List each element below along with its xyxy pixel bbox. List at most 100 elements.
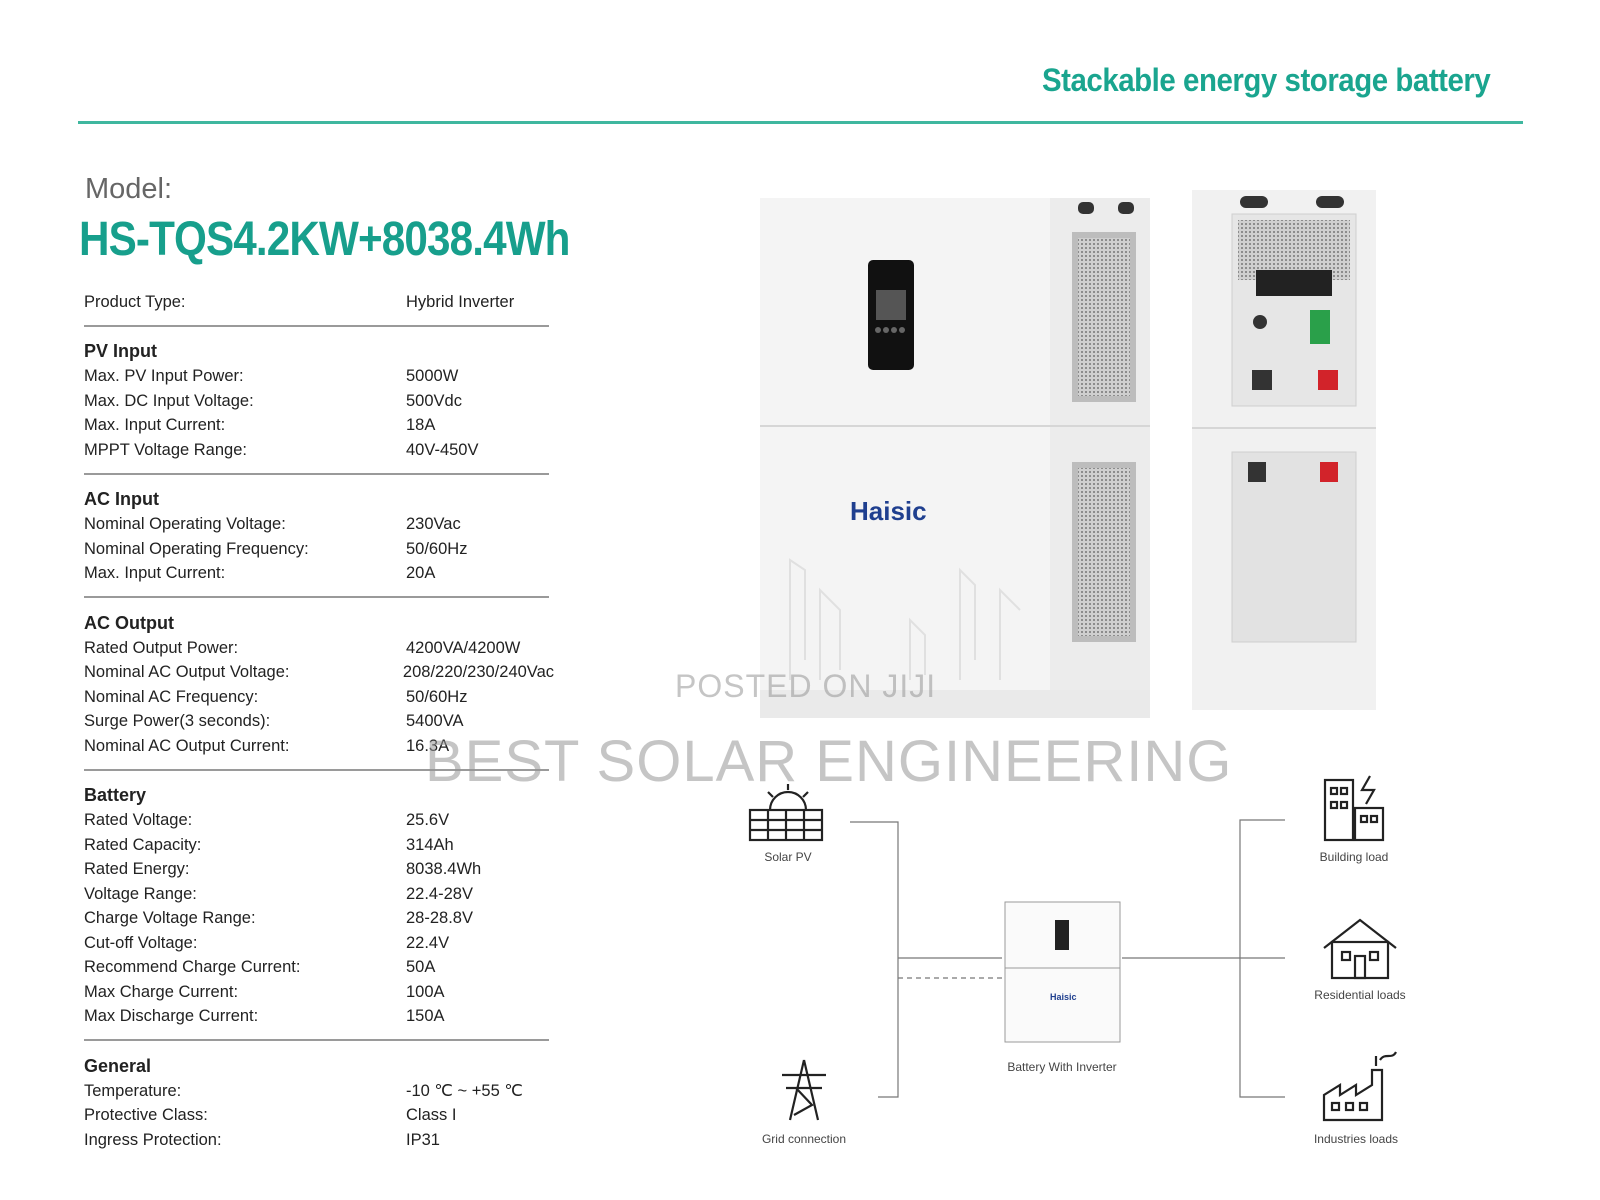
spec-row: Temperature:-10 ℃ ~ +55 ℃	[84, 1079, 554, 1104]
house-icon	[1323, 918, 1397, 980]
label-battery-inverter: Battery With Inverter	[1007, 1060, 1117, 1074]
spec-value: Class I	[406, 1106, 457, 1125]
spec-row: Nominal AC Frequency: 50/60Hz	[84, 685, 554, 710]
label-residential-loads: Residential loads	[1314, 988, 1406, 1002]
spec-value: 50A	[406, 958, 436, 977]
spec-key: Cut-off Voltage:	[84, 933, 198, 952]
spec-key: Nominal AC Output Current:	[84, 736, 290, 755]
spec-key: Voltage Range:	[84, 884, 197, 903]
spec-key: Max. PV Input Power:	[84, 367, 244, 386]
spec-key: Protective Class:	[84, 1106, 208, 1125]
spec-row: Nominal AC Output Voltage: 208/220/230/24…	[84, 661, 554, 686]
spec-row: Charge Voltage Range: 28-28.8V	[84, 907, 554, 932]
spec-row: Nominal Operating Frequency: 50/60Hz	[84, 537, 554, 562]
watermark-posted: POSTED ON JIJI	[675, 668, 937, 704]
spec-value: 208/220/230/240Vac	[402, 663, 554, 682]
spec-row: Rated Voltage: 25.6V	[84, 809, 554, 834]
solar-panel-icon	[748, 784, 824, 842]
spec-key: Nominal AC Output Voltage:	[84, 663, 290, 682]
spec-row: Voltage Range: 22.4-28V	[84, 882, 554, 907]
spec-key: Rated Output Power:	[84, 638, 239, 657]
system-diagram: Haisic Solar PV Grid connection Battery …	[740, 770, 1460, 1170]
section-separator	[84, 596, 549, 598]
spec-value: 25.6V	[406, 811, 450, 830]
spec-value: 28-28.8V	[406, 909, 473, 928]
spec-key: Max Discharge Current:	[84, 1007, 259, 1026]
spec-value: 22.4V	[406, 933, 450, 952]
spec-row: Protective Class: Class I	[84, 1104, 554, 1129]
spec-row: Rated Capacity: 314Ah	[84, 833, 554, 858]
spec-row: Recommend Charge Current: 50A	[84, 956, 554, 981]
header-rule	[78, 121, 1523, 124]
spec-key: Recommend Charge Current:	[84, 958, 301, 977]
spec-value: 500Vdc	[406, 391, 462, 410]
spec-value: 40V-450V	[406, 440, 479, 459]
spec-value: 50/60Hz	[406, 539, 468, 558]
section-title: AC Output	[84, 612, 174, 633]
battery-inverter-icon: Haisic	[1004, 901, 1121, 1043]
spec-value: 5400VA	[406, 712, 464, 731]
section-title: PV Input	[84, 341, 157, 361]
terminal-black	[1252, 370, 1272, 390]
spec-value: 314Ah	[406, 835, 454, 854]
spec-key: Rated Voltage:	[84, 811, 193, 830]
spec-row: Max Charge Current:100A	[84, 980, 554, 1005]
spec-key: Max. Input Current:	[84, 416, 226, 435]
spec-value: IP31	[406, 1130, 440, 1149]
spec-row: MPPT Voltage Range: 40V-450V	[84, 438, 554, 463]
spec-value: -10 ℃ ~ +55 ℃	[406, 1082, 523, 1101]
spec-value: 22.4-28V	[406, 884, 473, 903]
spec-row: Max Discharge Current: 150A	[84, 1005, 554, 1030]
spec-row: Nominal AC Output Current: 16.3A	[84, 734, 554, 759]
spec-key: Surge Power(3 seconds):	[84, 712, 271, 731]
spec-row: Rated Energy: 8038.4Wh	[84, 858, 554, 883]
spec-key: Max. Input Current:	[84, 564, 226, 583]
spec-row: Rated Output Power:4200VA/4200W	[84, 636, 554, 661]
spec-value: 150A	[406, 1007, 445, 1026]
spec-value: 5000W	[406, 367, 459, 386]
spec-row: Max. Input Current: 18A	[84, 414, 554, 439]
spec-key: Rated Energy:	[84, 860, 190, 879]
spec-value: 20A	[406, 564, 436, 583]
spec-row: Ingress Protection:IP31	[84, 1128, 554, 1153]
label-solar-pv: Solar PV	[764, 850, 812, 864]
section-title: AC Input	[84, 489, 159, 509]
spec-key: Charge Voltage Range:	[84, 909, 256, 928]
spec-key: Max. DC Input Voltage:	[84, 391, 254, 410]
spec-key: Rated Capacity:	[84, 835, 202, 854]
label-industries-loads: Industries loads	[1313, 1132, 1399, 1146]
factory-icon	[1322, 1051, 1397, 1122]
breaker-row	[1256, 270, 1332, 296]
spec-row: Max. PV Input Power: 5000W	[84, 365, 554, 390]
spec-row-product-type: Product Type: Hybrid Inverter	[84, 290, 554, 315]
power-tower-icon	[782, 1059, 826, 1121]
spec-value: 50/60Hz	[406, 687, 468, 706]
section-separator	[84, 324, 549, 327]
spec-key: Nominal Operating Frequency:	[84, 539, 309, 558]
section-separator	[84, 472, 549, 475]
spec-key: Nominal Operating Voltage:	[84, 515, 286, 534]
spec-key: Nominal AC Frequency:	[84, 687, 259, 706]
spec-row: Cut-off Voltage: 22.4V	[84, 931, 554, 956]
spec-value: 16.3A	[406, 736, 450, 755]
label-grid-connection: Grid connection	[761, 1132, 847, 1146]
header-title: Stackable energy storage battery	[1041, 62, 1491, 98]
spec-value: 8038.4Wh	[406, 860, 482, 879]
building-icon	[1323, 775, 1385, 842]
section-title: General	[84, 1055, 152, 1076]
watermark-company: BEST SOLAR ENGINEERING	[425, 729, 1233, 794]
section-separator	[84, 1039, 549, 1041]
svg-text:Haisic: Haisic	[1050, 992, 1077, 1002]
model-label: Model:	[85, 173, 173, 205]
spec-row: Surge Power(3 seconds): 5400VA	[84, 710, 554, 735]
spec-row: Nominal Operating Voltage:230Vac	[84, 513, 554, 538]
spec-value: 18A	[406, 416, 436, 435]
model-value: HS-TQS4.2KW+8038.4Wh	[79, 213, 570, 266]
brand-logo: Haisic	[850, 496, 927, 526]
terminal-red	[1318, 370, 1338, 390]
spec-key: Max Charge Current:	[84, 982, 239, 1001]
spec-key: Product Type:	[84, 292, 186, 311]
label-building-load: Building load	[1319, 850, 1389, 864]
spec-key: MPPT Voltage Range:	[84, 440, 247, 459]
